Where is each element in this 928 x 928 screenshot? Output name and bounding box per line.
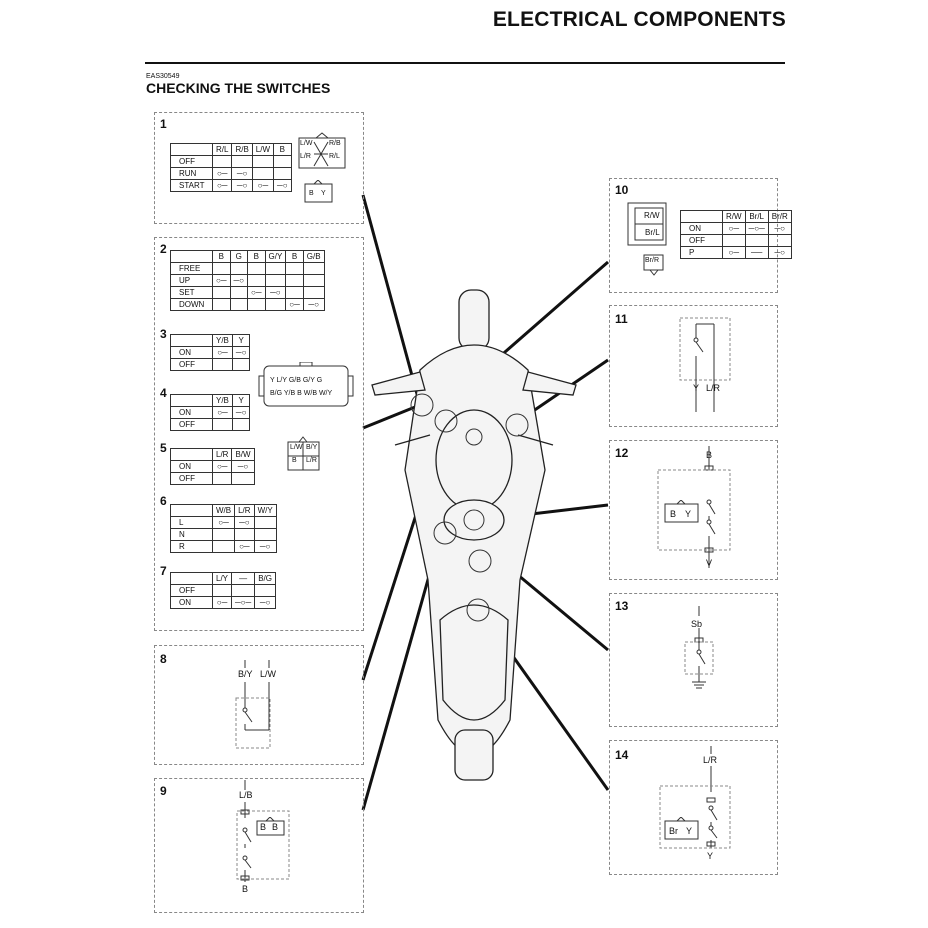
- connector-pin-row: Y L/Y G/B G/Y G: [270, 377, 323, 384]
- switch-schematic-8: [235, 660, 271, 749]
- wire-label: Y: [693, 383, 700, 393]
- panel-number: 6: [160, 494, 167, 508]
- panel-number: 2: [160, 242, 167, 256]
- handlebar-switch-connector: [258, 362, 354, 407]
- header-rule: [145, 62, 785, 64]
- connector-pin-label: B/Y: [306, 444, 318, 451]
- connector-pin-label: R/L: [329, 153, 340, 160]
- wire-label: L/B: [239, 790, 253, 800]
- connector-diagram-1b: [304, 180, 333, 203]
- panel-number: 10: [615, 183, 629, 197]
- connector-pin-label: L/W: [300, 140, 313, 147]
- wire-label: L/W: [260, 669, 277, 679]
- panel-number: 11: [615, 312, 628, 326]
- connector-pin-label: B: [272, 822, 279, 832]
- connector-pin-label: L/R: [300, 153, 311, 160]
- connector-pin-label: R/W: [644, 211, 660, 220]
- switch-schematic-13: [684, 606, 714, 689]
- connector-diagram-9: [256, 817, 285, 836]
- continuity-table-7: L/Y—B/G OFF ON○──○──○: [170, 572, 276, 609]
- switch-panel-8: [154, 645, 364, 765]
- wire-label: B: [242, 884, 249, 894]
- switch-schematic-14: [659, 746, 731, 849]
- panel-number: 5: [160, 441, 167, 455]
- connector-diagram-1: [298, 132, 346, 169]
- wire-label: Sb: [691, 619, 703, 629]
- switch-schematic-12: [657, 446, 731, 568]
- switch-schematic-9: [236, 780, 290, 882]
- panel-number: 9: [160, 784, 167, 798]
- connector-diagram-12: [664, 500, 699, 523]
- connector-pin-label: B: [309, 190, 314, 197]
- connector-pin-label: B: [670, 509, 677, 519]
- connector-pin-label: Y: [321, 190, 326, 197]
- small-switch-connector: [287, 436, 320, 471]
- panel-number: 14: [615, 748, 629, 762]
- connector-small-10: [643, 254, 664, 276]
- page-header: ELECTRICAL COMPONENTS: [492, 8, 786, 31]
- panel-number: 7: [160, 564, 167, 578]
- switch-panel-12: [609, 440, 778, 580]
- panel-number: 1: [160, 117, 167, 131]
- wire-label: L/R: [703, 755, 718, 765]
- switch-panel-9: [154, 778, 364, 913]
- connector-pin-label: Br: [669, 826, 678, 836]
- connector-pin-label: Y: [686, 826, 693, 836]
- connector-pin-label: L/W: [290, 444, 303, 451]
- panel-number: 8: [160, 652, 167, 666]
- connector-pin-label: B: [260, 822, 267, 832]
- connector-pin-label: Br/L: [645, 228, 660, 237]
- section-code: EAS30549: [146, 73, 180, 80]
- panel-number: 4: [160, 386, 167, 400]
- connector-pin-label: B: [292, 457, 297, 464]
- section-title: CHECKING THE SWITCHES: [146, 80, 331, 96]
- panel-number: 13: [615, 599, 629, 613]
- switch-panel-14: [609, 740, 778, 875]
- switch-panel-1: [154, 112, 364, 224]
- wire-label: B/Y: [238, 669, 253, 679]
- panel-number: 12: [615, 446, 629, 460]
- switch-panel-11: [609, 305, 778, 427]
- panel-number: 3: [160, 327, 167, 341]
- connector-pin-row: B/G Y/B B W/B W/Y: [270, 390, 333, 397]
- wire-label: L/R: [706, 383, 721, 393]
- switch-schematic-11: [679, 317, 731, 412]
- wire-label: Y: [707, 851, 714, 861]
- switch-panel-13: [609, 593, 778, 727]
- connector-pin-label: L/R: [306, 457, 317, 464]
- switch-panel-2-7: [154, 237, 364, 631]
- connector-diagram-14: [664, 817, 699, 840]
- connector-diagram-10: [627, 202, 667, 246]
- connector-pin-label: R/B: [329, 140, 341, 147]
- connector-pin-label: Br/R: [645, 257, 659, 264]
- connector-pin-label: Y: [685, 509, 692, 519]
